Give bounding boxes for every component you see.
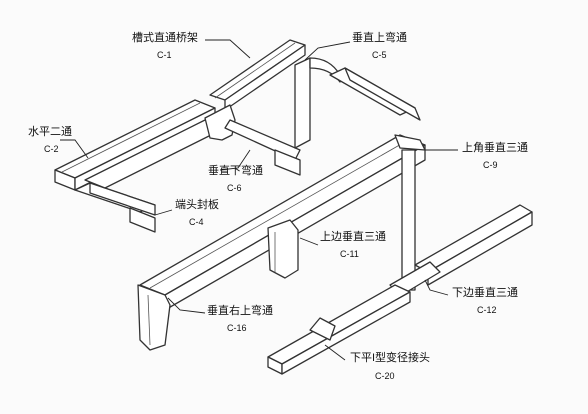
tray-straight-c1 <box>209 39 306 111</box>
label-c9-name: 上角垂直三通 <box>462 142 528 154</box>
tray-vertical-up-bend-c5 <box>294 57 421 149</box>
leader-lines <box>60 39 458 361</box>
label-c5-name: 垂直上弯通 <box>352 32 407 44</box>
label-c4-code: C-4 <box>189 217 204 227</box>
label-c11-name: 上边垂直三通 <box>320 231 386 243</box>
label-c9-code: C-9 <box>483 160 498 170</box>
tray-lower-reducer-c20 <box>267 284 411 375</box>
label-c6-code: C-6 <box>227 183 242 193</box>
label-c4-name: 端头封板 <box>175 199 219 211</box>
label-c16-name: 垂直右上弯通 <box>207 305 273 317</box>
tray-end-cap-c4 <box>129 207 156 233</box>
tray-lower-side-vertical-tee-c12 <box>389 204 533 297</box>
tray-vertical-right-up-bend-c16 <box>137 284 171 351</box>
tray-upper-corner-vertical-tee-c9 <box>394 134 426 291</box>
tray-run-to-endcap <box>74 182 156 216</box>
label-c12-name: 下边垂直三通 <box>452 287 518 299</box>
label-c6-name: 垂直下弯通 <box>208 165 263 177</box>
label-c12-code: C-12 <box>477 305 497 315</box>
label-c11-code: C-11 <box>340 249 359 259</box>
label-c2-code: C-2 <box>44 144 59 154</box>
label-c1-name: 槽式直通桥架 <box>132 32 198 44</box>
label-c1-code: C-1 <box>157 50 172 60</box>
label-c5-code: C-5 <box>372 50 387 60</box>
label-c16-code: C-16 <box>227 323 247 333</box>
label-c20-code: C-20 <box>375 371 395 381</box>
tray-vertical-down-bend-c6 <box>84 104 301 189</box>
tray-upper-side-vertical-tee-c11 <box>267 219 299 279</box>
label-c20-name: 下平I型变径接头 <box>350 352 431 364</box>
label-c2-name: 水平二通 <box>28 126 72 138</box>
